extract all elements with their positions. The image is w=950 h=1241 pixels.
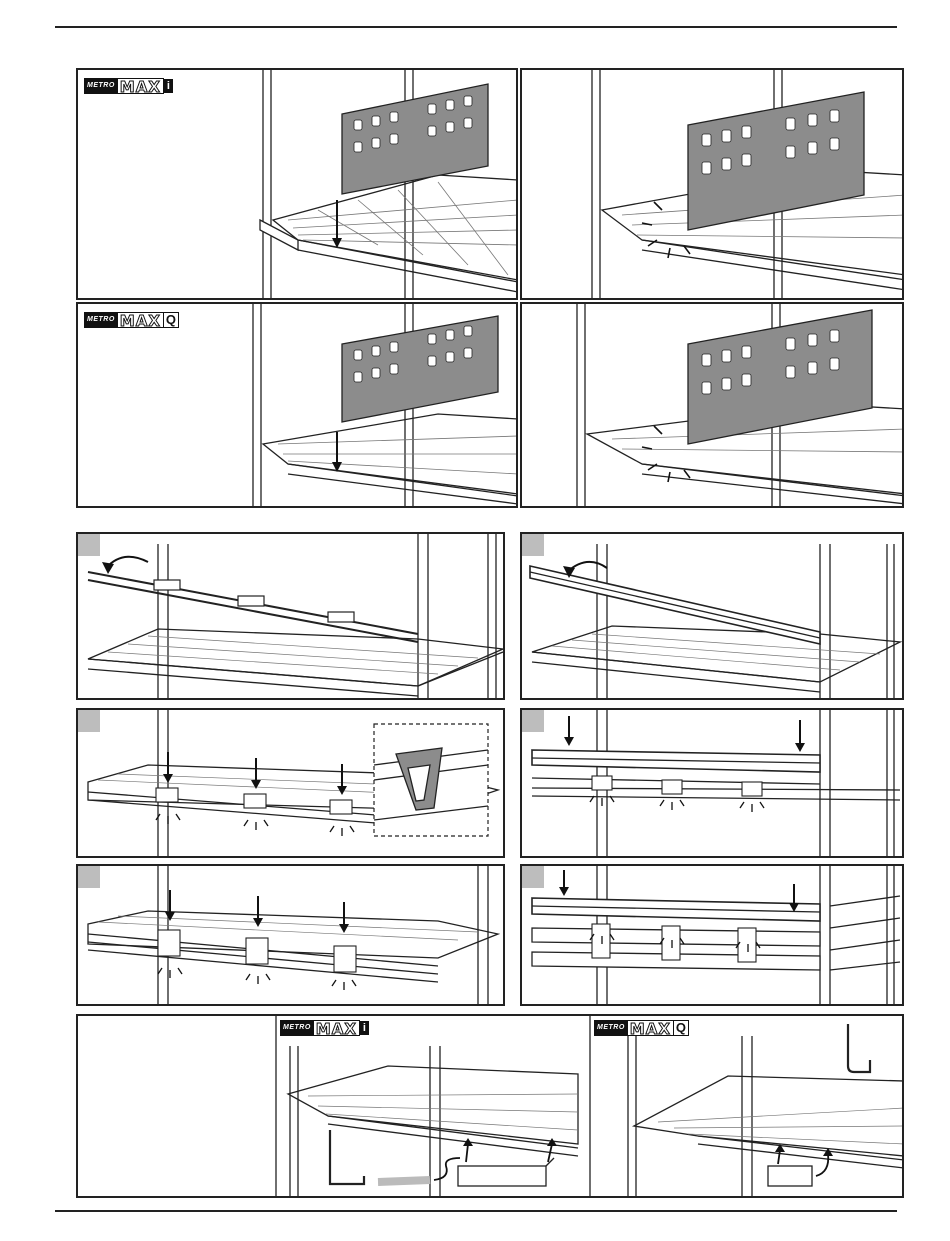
down-arrow-icon	[569, 716, 800, 746]
panel-ledge-step-1	[76, 532, 505, 700]
panel-accessories: METRO MAX i METRO MAX Q	[76, 1014, 904, 1198]
logo-suffix-i: i	[360, 1021, 369, 1035]
divider-install-illustration	[78, 304, 518, 508]
s-hook-icon	[330, 1130, 364, 1184]
panel-ledge-step-2	[520, 532, 904, 700]
logo-max: MAX	[628, 1020, 674, 1036]
logo-suffix-q: Q	[674, 1020, 689, 1036]
panel-divider-maxq-step1: METRO MAX Q	[76, 302, 518, 508]
ledge-press-illustration	[522, 866, 904, 1006]
logo-metro: METRO	[280, 1020, 314, 1036]
logo-max: MAX	[314, 1020, 360, 1036]
s-hook-icon	[848, 1024, 870, 1072]
logo-metro: METRO	[594, 1020, 628, 1036]
divider-panel	[688, 310, 872, 444]
ledge-rotate-illustration	[522, 534, 904, 700]
panel-divider-maxi-step1: METRO MAX i	[76, 68, 518, 300]
metro-max-i-logo: METRO MAX i	[280, 1020, 369, 1036]
ledge-press-illustration	[78, 866, 505, 1006]
divider-install-illustration	[78, 70, 518, 300]
top-rule	[55, 26, 897, 28]
ledge-press-illustration	[78, 710, 505, 858]
panel-ledge-step-6	[520, 864, 904, 1006]
bottom-rule	[55, 1210, 897, 1212]
ledge-press-illustration	[522, 710, 904, 858]
panel-ledge-step-4	[520, 708, 904, 858]
metro-max-q-logo: METRO MAX Q	[594, 1020, 689, 1036]
divider-panel	[342, 316, 498, 422]
snap-burst-icon	[642, 426, 690, 482]
divider-snapped-illustration	[522, 304, 904, 508]
accessory-illustration	[78, 1016, 904, 1198]
panel-ledge-step-3	[76, 708, 505, 858]
ledge-rotate-illustration	[78, 534, 505, 700]
panel-divider-maxq-step2	[520, 302, 904, 508]
snap-burst-icon	[156, 814, 354, 836]
panel-divider-maxi-step2	[520, 68, 904, 300]
divider-snapped-illustration	[522, 70, 904, 300]
panel-ledge-step-5	[76, 864, 505, 1006]
